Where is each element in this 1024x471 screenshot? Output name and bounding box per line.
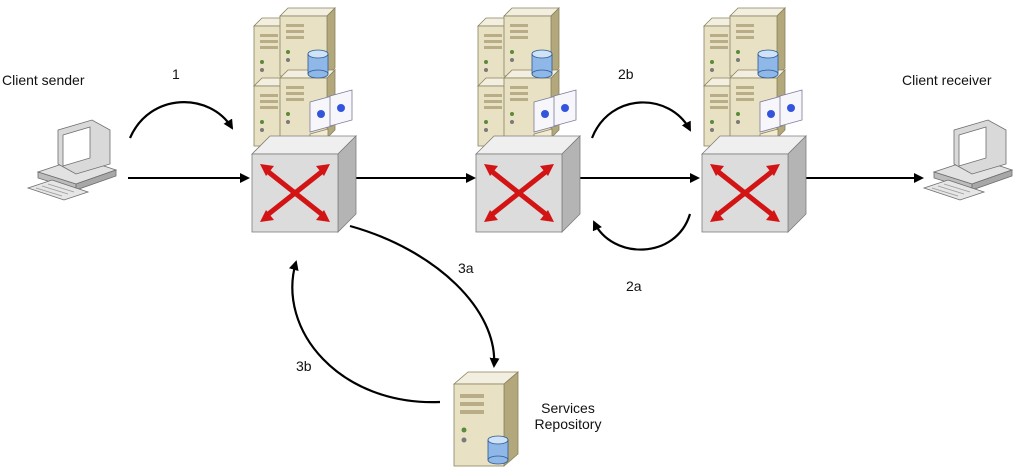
router-node-3 [702,8,806,232]
client-receiver-computer-icon [923,119,1013,201]
arrow-step-3b [288,260,441,404]
label-client-receiver: Client receiver [902,72,992,88]
label-step-3b: 3b [296,358,312,374]
label-client-sender: Client sender [2,72,85,88]
label-services-repository: Services Repository [528,400,608,432]
label-step-3a: 3a [458,260,474,276]
label-step-2b: 2b [618,66,634,82]
router-node-1 [252,8,356,232]
services-repository-server-icon [454,372,518,466]
arrow-step-2a [592,213,692,251]
label-step-1: 1 [172,66,180,82]
label-services-repository-line2: Repository [534,416,602,432]
step-arrows [128,101,692,404]
arrow-step-2b [590,101,691,139]
label-step-2a: 2a [626,278,642,294]
arrow-step-3a [349,224,500,368]
client-sender-computer-icon [27,119,117,201]
label-services-repository-line1: Services [541,400,595,416]
arrow-step-1 [128,101,234,139]
router-node-2 [476,8,580,232]
